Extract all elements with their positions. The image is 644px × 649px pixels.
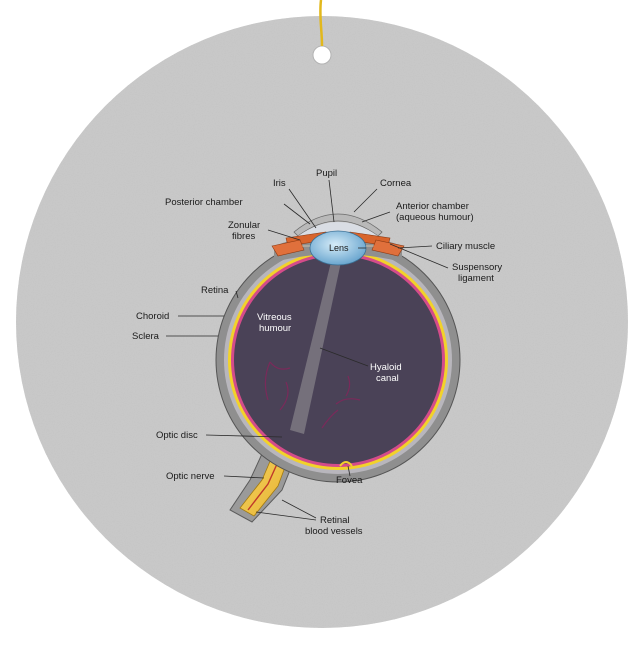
anterior-chamber — [298, 222, 378, 236]
label-vitreous-1: Vitreous — [257, 312, 292, 323]
label-anterior-chamber-1: Anterior chamber — [396, 201, 469, 212]
label-retina: Retina — [201, 285, 229, 296]
label-zonular-2: fibres — [232, 231, 255, 242]
ciliary-left — [271, 239, 305, 257]
label-lens: Lens — [329, 243, 349, 253]
label-hyaloid-1: Hyaloid — [370, 362, 402, 373]
retinal-vessels — [264, 361, 361, 429]
cornea-dome — [293, 213, 383, 237]
labels: Pupil Iris Cornea Posterior chamber Ante… — [132, 168, 502, 537]
ciliary-right — [371, 239, 405, 257]
hanging-cord — [319, 0, 324, 47]
label-sclera: Sclera — [132, 331, 160, 342]
label-vitreous-2: humour — [259, 323, 291, 334]
label-fovea: Fovea — [336, 475, 363, 486]
label-optic-nerve: Optic nerve — [166, 471, 215, 482]
label-ciliary-muscle: Ciliary muscle — [436, 241, 495, 252]
label-suspensory-1: Suspensory — [452, 262, 502, 273]
label-optic-disc: Optic disc — [156, 430, 198, 441]
label-zonular-1: Zonular — [228, 220, 260, 231]
label-posterior-chamber: Posterior chamber — [165, 197, 243, 208]
vitreous-body — [234, 256, 442, 464]
label-retinal-vessels-1: Retinal — [320, 515, 350, 526]
label-pupil: Pupil — [316, 168, 337, 179]
label-iris: Iris — [273, 178, 286, 189]
leader-lines — [166, 179, 449, 521]
fovea-dip — [339, 461, 353, 467]
label-retinal-vessels-2: blood vessels — [305, 526, 363, 537]
label-cornea: Cornea — [380, 178, 412, 189]
label-choroid: Choroid — [136, 311, 169, 322]
label-anterior-chamber-2: (aqueous humour) — [396, 212, 474, 223]
label-hyaloid-2: canal — [376, 373, 399, 384]
eye-diagram — [215, 213, 461, 523]
label-suspensory-2: ligament — [458, 273, 494, 284]
hanging-hole — [312, 45, 332, 65]
hyaloid-canal-shape — [290, 262, 341, 434]
